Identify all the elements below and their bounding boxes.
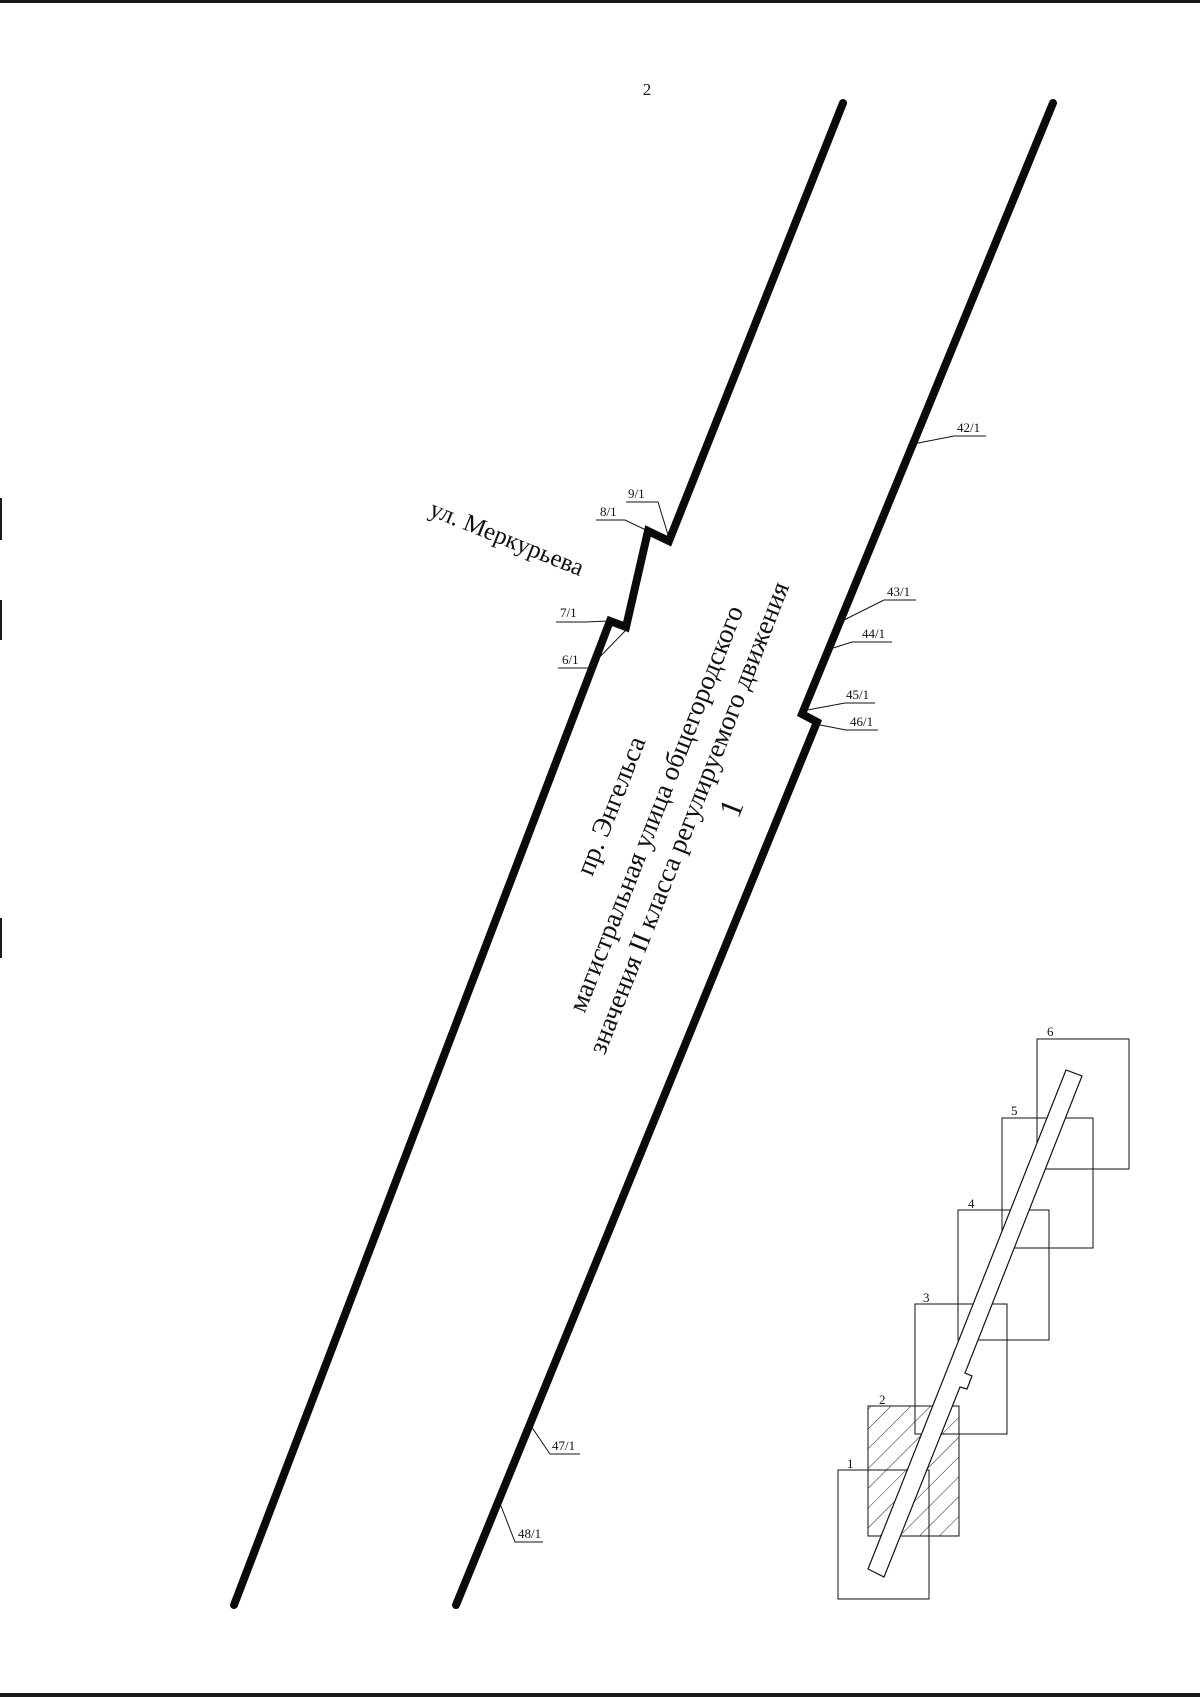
point-labels: 9/1 8/1 7/1 6/1 42/1 43/1 44/1 45/1 46/1…	[518, 420, 980, 1541]
point-label-43-1: 43/1	[887, 584, 910, 599]
sheet-frame-1	[837, 1469, 930, 1600]
point-label-9-1: 9/1	[628, 486, 645, 501]
right-boundary-line	[452, 99, 1057, 1609]
point-label-44-1: 44/1	[862, 626, 885, 641]
scan-mark	[0, 918, 2, 958]
point-label-7-1: 7/1	[560, 605, 577, 620]
point-label-8-1: 8/1	[600, 504, 617, 519]
sheet-number-1: 1	[847, 1456, 854, 1471]
right-leaders	[500, 435, 986, 1543]
scan-mark	[0, 498, 2, 540]
zone-number: 1	[711, 794, 750, 822]
sheet-frame-4	[957, 1209, 1050, 1341]
sheet-frame-3	[914, 1303, 1008, 1435]
left-boundary-line	[230, 99, 847, 1609]
point-label-48-1: 48/1	[518, 1526, 541, 1541]
left-leaders	[556, 501, 670, 669]
sheet-frame-6	[1036, 1038, 1130, 1170]
scan-edge-bottom	[0, 1693, 1200, 1697]
sheet-number-6: 6	[1047, 1024, 1054, 1039]
sheet-number-2: 2	[879, 1392, 886, 1407]
sheet-number-5: 5	[1011, 1103, 1018, 1118]
point-label-6-1: 6/1	[562, 652, 579, 667]
point-label-46-1: 46/1	[850, 714, 873, 729]
sheet-number-4: 4	[968, 1196, 975, 1211]
index-road-outline	[867, 1069, 1083, 1578]
scan-edge-top	[0, 0, 1200, 3]
scan-mark	[0, 600, 2, 640]
point-label-47-1: 47/1	[552, 1438, 575, 1453]
page-number: 2	[643, 80, 652, 99]
street-label: ул. Меркурьева	[426, 496, 588, 582]
point-label-45-1: 45/1	[846, 687, 869, 702]
sheet-number-3: 3	[923, 1290, 930, 1305]
index-map: 1 2 3 4 5 6	[837, 1024, 1130, 1600]
point-label-42-1: 42/1	[957, 420, 980, 435]
